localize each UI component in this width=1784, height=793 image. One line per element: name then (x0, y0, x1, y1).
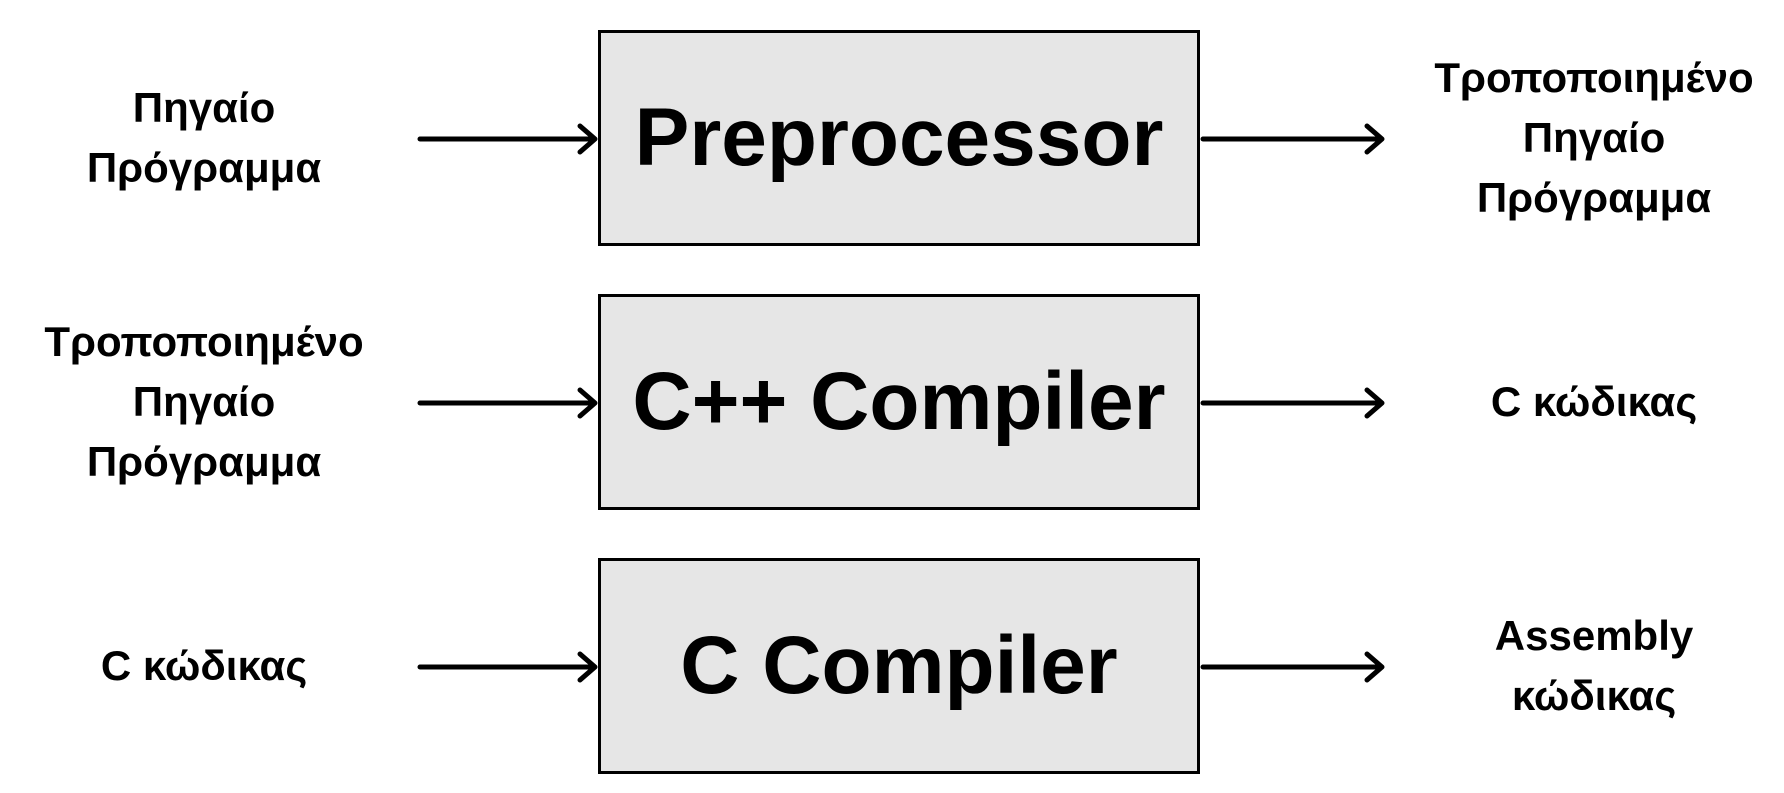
stage-1-output-label: Τροποποιημένο Πηγαίο Πρόγραμμα (1404, 30, 1784, 246)
stage-3-output-arrow (1200, 651, 1385, 683)
stage-3-output-text: Assembly κώδικας (1494, 612, 1694, 719)
stage-2-output-arrow (1200, 387, 1385, 419)
cpp-compiler-box: C++ Compiler (598, 294, 1200, 510)
stage-3-input-text: C κώδικας (100, 642, 308, 689)
c-compiler-label: C Compiler (680, 620, 1118, 711)
preprocessor-label: Preprocessor (634, 92, 1164, 183)
stage-2-input-label: Τροποποιημένο Πηγαίο Πρόγραμμα (14, 294, 394, 510)
c-compiler-box: C Compiler (598, 558, 1200, 774)
stage-3-input-label: C κώδικας (14, 558, 394, 774)
stage-2-output-label: C κώδικας (1404, 294, 1784, 510)
stage-1-output-arrow (1200, 123, 1385, 155)
stage-3-output-label: Assembly κώδικας (1404, 558, 1784, 774)
stage-2-input-arrow (417, 387, 598, 419)
preprocessor-box: Preprocessor (598, 30, 1200, 246)
stage-2-output-text: C κώδικας (1490, 378, 1698, 425)
cpp-compiler-label: C++ Compiler (632, 356, 1166, 447)
stage-1-input-arrow (417, 123, 598, 155)
stage-1-input-label: Πηγαίο Πρόγραμμα (14, 30, 394, 246)
stage-1-output-text: Τροποποιημένο Πηγαίο Πρόγραμμα (1434, 54, 1754, 221)
stage-1-input-text: Πηγαίο Πρόγραμμα (86, 84, 322, 191)
stage-3-input-arrow (417, 651, 598, 683)
stage-2-input-text: Τροποποιημένο Πηγαίο Πρόγραμμα (44, 318, 364, 485)
